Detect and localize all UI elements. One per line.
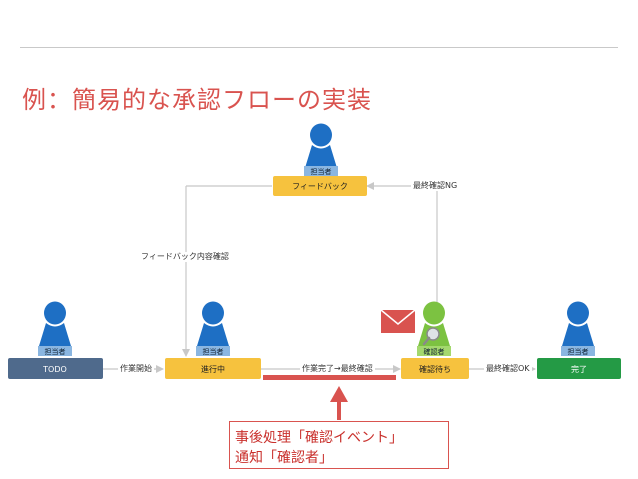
role-badge-text: 担当者 — [203, 347, 224, 356]
up-arrow-icon — [330, 386, 348, 420]
node-done-label: 完了 — [571, 364, 587, 374]
highlight-bar — [263, 375, 396, 380]
post-process-note: 事後処理「確認イベント」 通知「確認者」 — [229, 421, 449, 469]
role-badge-text: 担当者 — [311, 167, 332, 176]
edge-label-work-done: 作業完了→最終確認 — [300, 364, 375, 374]
mail-icon — [381, 310, 415, 333]
person-icon — [562, 302, 594, 347]
person-icon — [197, 302, 229, 347]
node-in-progress-label: 進行中 — [201, 364, 225, 374]
note-line-1: 事後処理「確認イベント」 — [235, 428, 448, 448]
note-line-2: 通知「確認者」 — [235, 448, 448, 468]
node-awaiting-label: 確認待ち — [419, 364, 451, 374]
role-badge-text: 担当者 — [568, 347, 589, 356]
node-feedback-label: フィードバック — [292, 182, 348, 191]
person-icon — [39, 302, 71, 347]
edge-label-feedback-check: フィードバック内容確認 — [139, 252, 231, 262]
person-icon — [305, 124, 337, 169]
edge-label-final-ok: 最終確認OK — [484, 364, 532, 374]
edge-label-start-work: 作業開始 — [118, 364, 154, 374]
role-badge-text: 確認者 — [424, 347, 445, 356]
role-badge-text: 担当者 — [45, 347, 66, 356]
node-todo-label: TODO — [42, 365, 67, 374]
edge-label-final-ng: 最終確認NG — [411, 181, 459, 191]
